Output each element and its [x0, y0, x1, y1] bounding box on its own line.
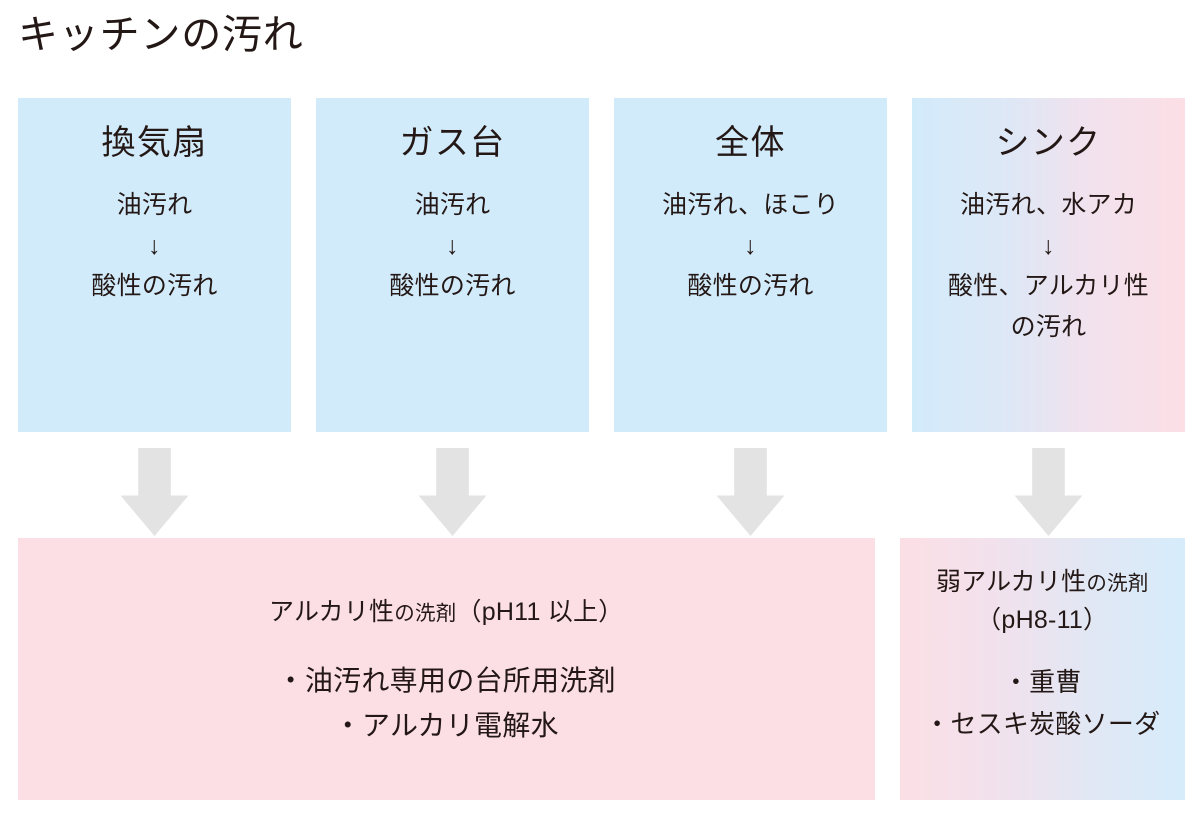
result-box-weak-alkaline-detergent: 弱アルカリ性の洗剤 （pH8-11） ・重曹 ・セスキ炭酸ソーダ [899, 538, 1185, 800]
source-box-zentai: 全体 油汚れ、ほこり ↓ 酸性の汚れ [614, 98, 887, 432]
result-item-list: ・油汚れ専用の台所用洗剤 ・アルカリ電解水 [277, 658, 616, 749]
result-box-row: アルカリ性の洗剤（pH11 以上） ・油汚れ専用の台所用洗剤 ・アルカリ電解水 … [18, 538, 1185, 800]
result-heading-main: 弱アルカリ性 [935, 568, 1087, 596]
result-box-alkaline-detergent: アルカリ性の洗剤（pH11 以上） ・油汚れ専用の台所用洗剤 ・アルカリ電解水 [18, 538, 875, 800]
down-block-arrow-icon [1014, 448, 1083, 536]
source-heading: 全体 [715, 124, 786, 162]
result-list-item: ・セスキ炭酸ソーダ [924, 709, 1161, 740]
flow-arrow-row [18, 448, 1185, 538]
source-dirt-type: 油汚れ [116, 191, 193, 219]
down-arrow-glyph-icon: ↓ [148, 231, 161, 260]
source-dirt-type: 油汚れ、水アカ [959, 191, 1137, 219]
source-body: 油汚れ、ほこり ↓ 酸性の汚れ [662, 185, 839, 307]
result-list-item: ・油汚れ専用の台所用洗剤 [276, 664, 616, 696]
source-dirt-type: 油汚れ、ほこり [661, 191, 839, 219]
source-heading: シンク [995, 124, 1102, 162]
source-body: 油汚れ ↓ 酸性の汚れ [389, 185, 515, 307]
source-body: 油汚れ、水アカ ↓ 酸性、アルカリ性 の汚れ [948, 185, 1149, 347]
result-heading-small: の洗剤 [394, 602, 457, 625]
source-heading: ガス台 [399, 124, 506, 162]
page-title: キッチンの汚れ [18, 13, 304, 57]
flow-arrow-cell-2 [316, 448, 589, 538]
result-list-item: ・重曹 [1002, 667, 1082, 697]
source-result: 酸性、アルカリ性 [947, 272, 1149, 300]
source-box-sink: シンク 油汚れ、水アカ ↓ 酸性、アルカリ性 の汚れ [912, 98, 1185, 432]
source-result: 酸性の汚れ [687, 272, 814, 300]
source-result-line2: の汚れ [1010, 312, 1087, 341]
source-dirt-type: 油汚れ [414, 191, 491, 219]
source-box-row: 換気扇 油汚れ ↓ 酸性の汚れ ガス台 油汚れ ↓ 酸性の汚れ 全体 油汚れ、ほ… [18, 98, 1185, 432]
source-body: 油汚れ ↓ 酸性の汚れ [91, 185, 217, 307]
result-heading: アルカリ性の洗剤（pH11 以上） [269, 594, 624, 632]
result-item-list: ・重曹 ・セスキ炭酸ソーダ [924, 661, 1160, 745]
result-list-item: ・アルカリ電解水 [333, 709, 559, 741]
flow-arrow-cell-4 [912, 448, 1185, 538]
result-heading: 弱アルカリ性の洗剤 （pH8-11） [936, 564, 1149, 639]
flow-arrow-cell-3 [614, 448, 887, 538]
source-result: 酸性の汚れ [389, 272, 516, 300]
source-heading: 換気扇 [101, 124, 208, 162]
source-box-kankisen: 換気扇 油汚れ ↓ 酸性の汚れ [18, 98, 291, 432]
down-block-arrow-icon [716, 448, 785, 536]
down-block-arrow-icon [120, 448, 189, 536]
result-heading-small: の洗剤 [1086, 572, 1149, 595]
flow-arrow-cell-1 [18, 448, 291, 538]
source-result: 酸性の汚れ [91, 272, 218, 300]
down-arrow-glyph-icon: ↓ [744, 231, 757, 260]
result-heading-ph: （pH11 以上） [456, 598, 624, 626]
down-block-arrow-icon [418, 448, 487, 536]
down-arrow-glyph-icon: ↓ [1042, 231, 1055, 260]
down-arrow-glyph-icon: ↓ [446, 231, 459, 260]
result-heading-main: アルカリ性 [268, 598, 395, 626]
result-heading-ph: （pH8-11） [976, 605, 1109, 634]
source-box-gasudai: ガス台 油汚れ ↓ 酸性の汚れ [316, 98, 589, 432]
